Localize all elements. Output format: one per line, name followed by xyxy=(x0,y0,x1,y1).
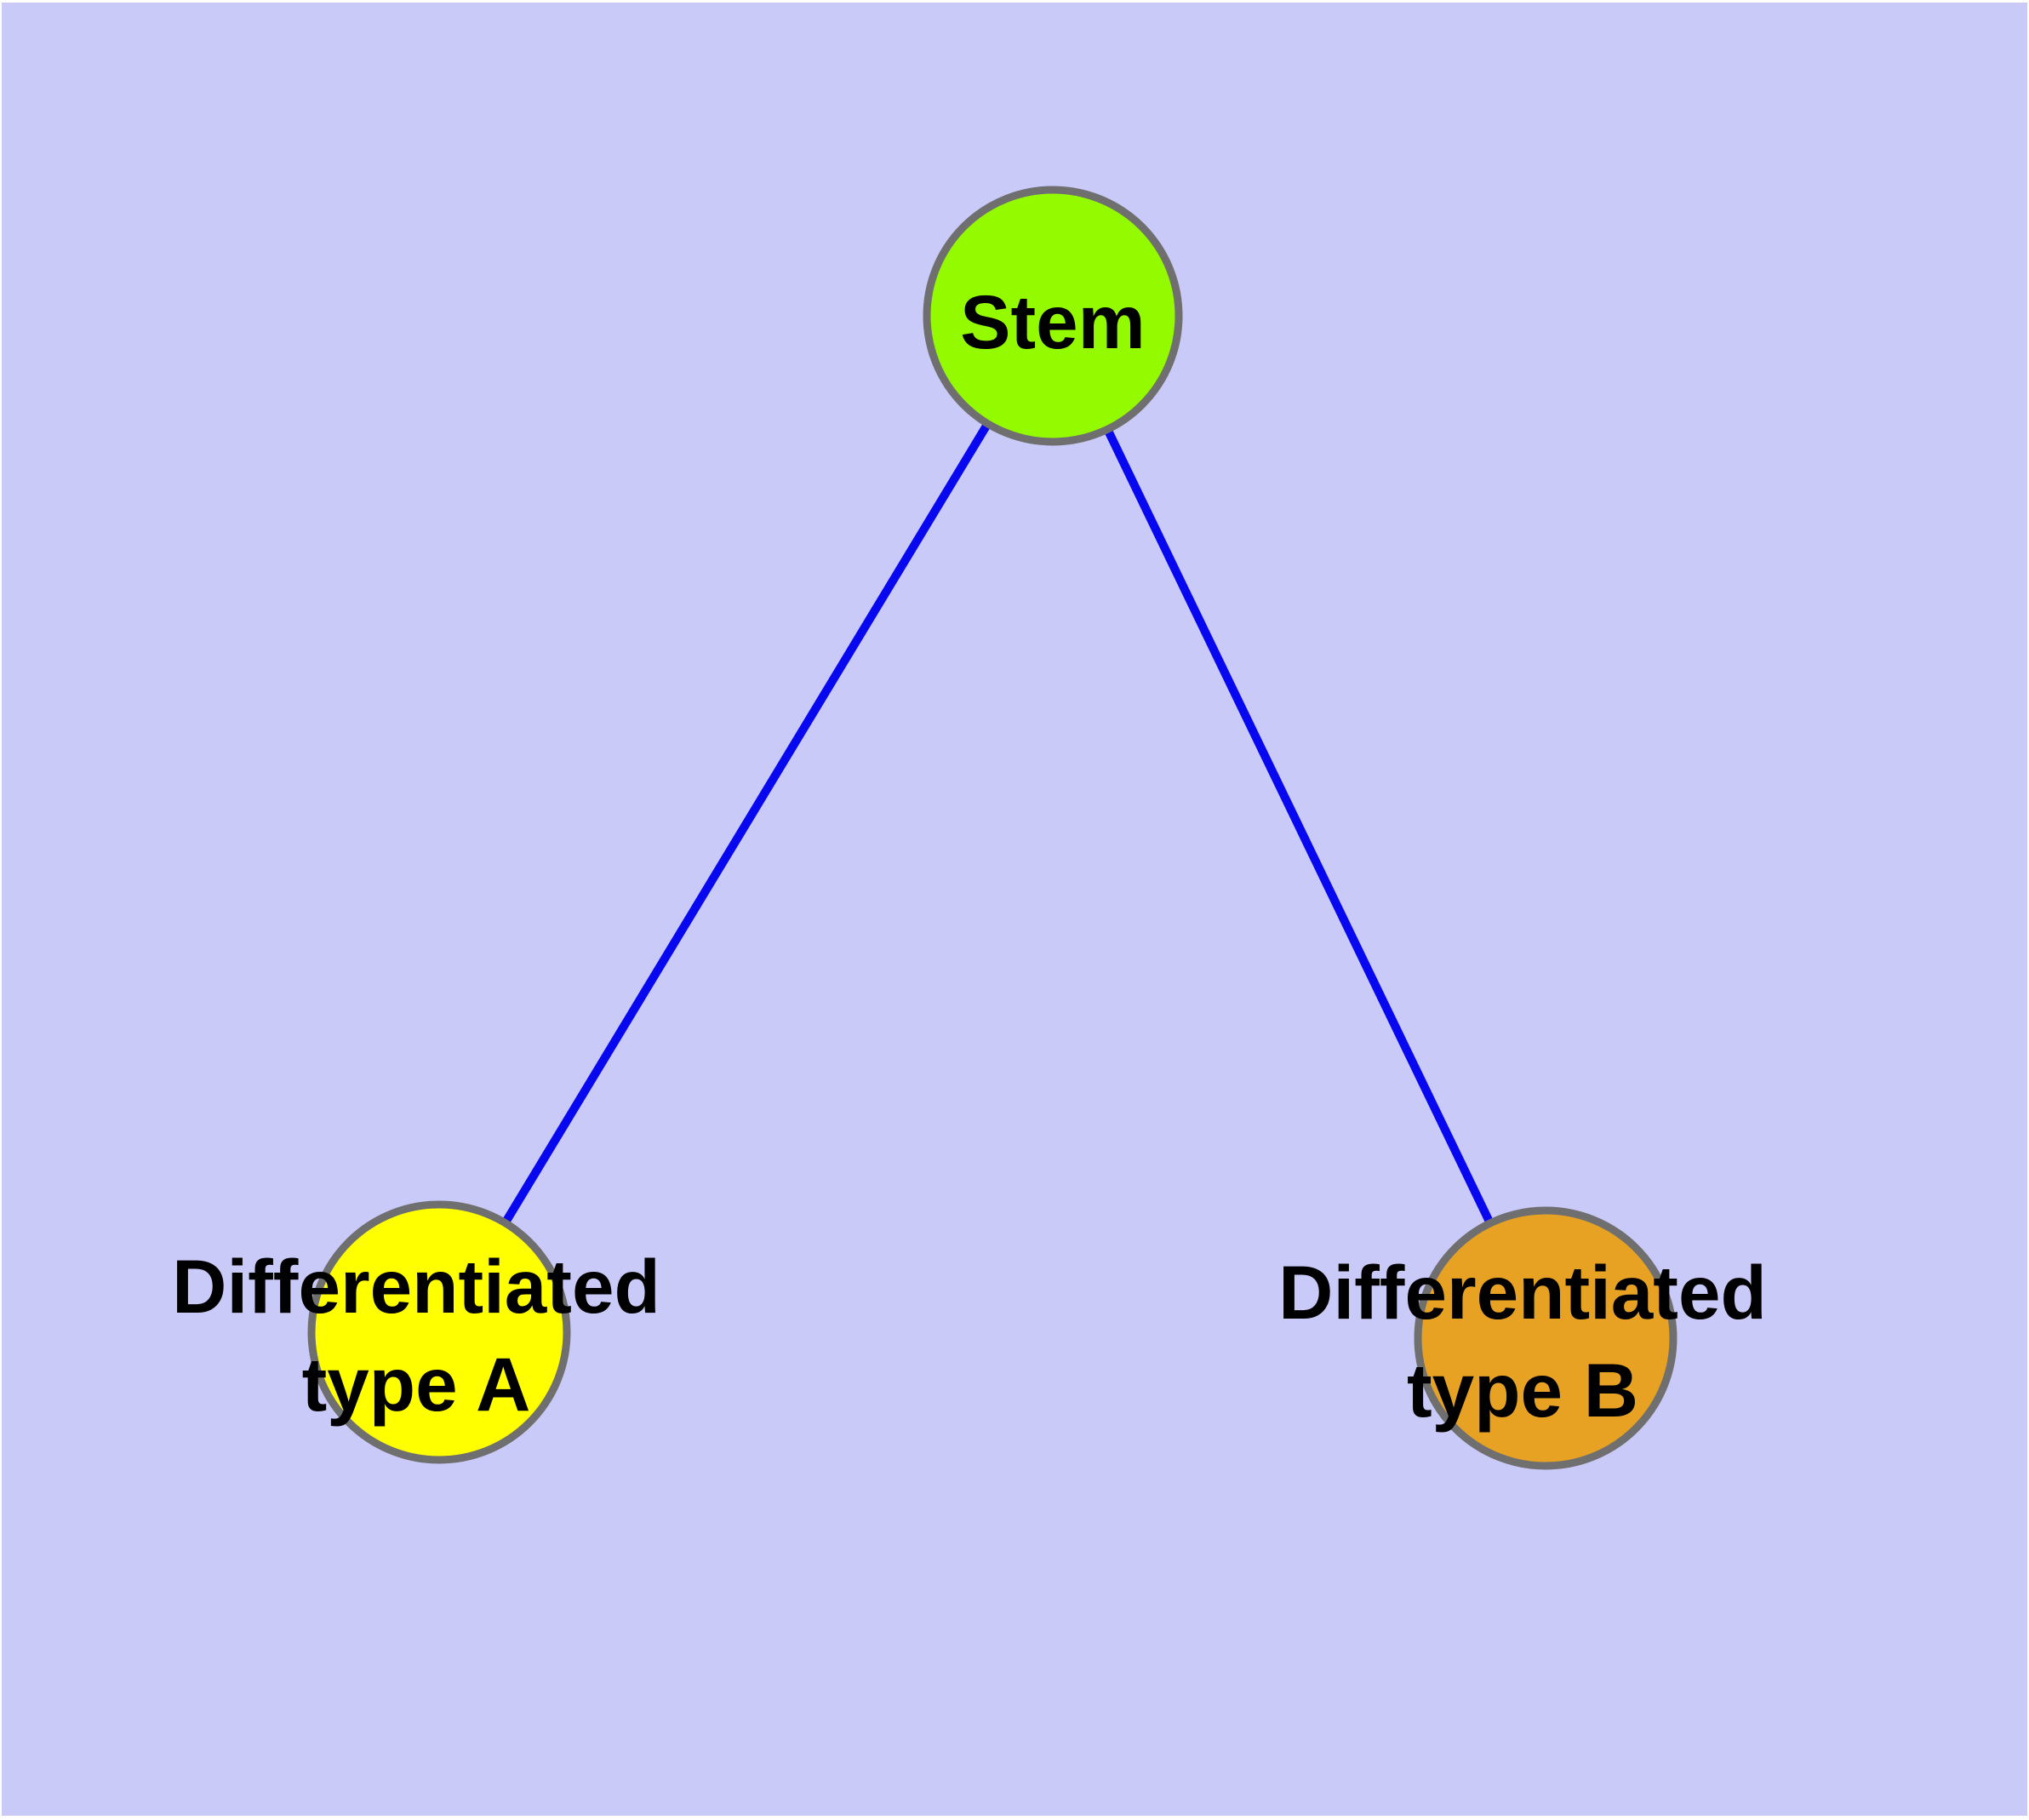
node-diff-type-a-label-line-2: type A xyxy=(302,1342,531,1427)
node-diff-type-a-label-line-1: Differentiated xyxy=(172,1244,660,1329)
node-diff-type-a-circle xyxy=(307,1200,571,1464)
node-diff-type-b-label-line-1: Differentiated xyxy=(1278,1250,1767,1335)
node-stem-label-line-1: Stem xyxy=(960,279,1146,364)
node-diff-type-a-label: Differentiated type A xyxy=(172,1244,660,1427)
edge-stem-to-diff-type-a xyxy=(435,313,1057,1335)
node-diff-type-b-circle xyxy=(1414,1206,1677,1470)
node-diff-type-b-label: Differentiated type B xyxy=(1278,1250,1767,1433)
node-stem-circle xyxy=(923,186,1183,446)
node-stem-label: Stem xyxy=(960,279,1146,364)
node-diff-type-b-label-line-2: type B xyxy=(1407,1348,1638,1433)
edge-stem-to-diff-type-b xyxy=(1049,313,1550,1341)
